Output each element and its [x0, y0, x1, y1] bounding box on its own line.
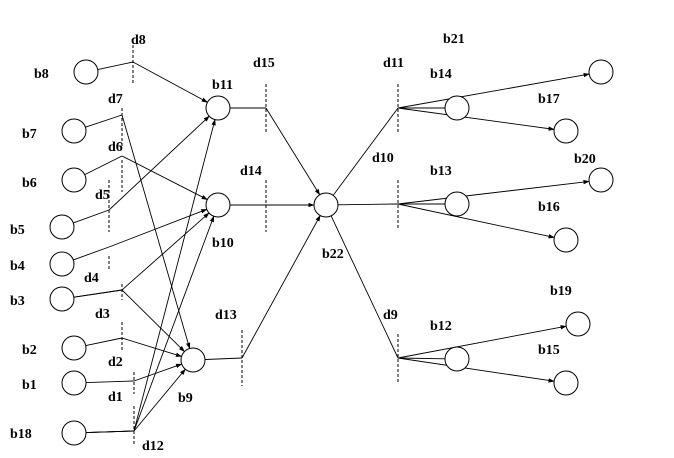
edge-d12-b11: [133, 119, 216, 432]
delay-label-d14: d14: [240, 164, 262, 179]
node-label-b15: b15: [538, 343, 560, 358]
node-b4: [49, 251, 75, 277]
delay-label-d1: d1: [108, 390, 123, 405]
node-b12: [444, 346, 470, 372]
node-b17: [553, 118, 579, 144]
edge-d2-b9: [121, 337, 183, 357]
delay-label-d7: d7: [108, 92, 123, 107]
node-label-b12: b12: [430, 319, 452, 334]
node-label-b22: b22: [322, 247, 344, 262]
edge-b22-d10: [337, 203, 399, 206]
edge-d9-b19: [397, 325, 567, 359]
node-b13: [444, 191, 470, 217]
node-label-b10: b10: [212, 236, 234, 251]
edge-d9-b15: [397, 357, 555, 383]
node-label-b3: b3: [10, 294, 25, 309]
edge-d6-b10: [121, 155, 208, 200]
delay-label-d3: d3: [95, 307, 110, 322]
node-label-b20: b20: [574, 152, 596, 167]
edge-d10-b16: [397, 203, 555, 239]
edge-b6-d6: [84, 155, 123, 176]
node-b16: [553, 227, 579, 253]
edge-d12-b10: [133, 215, 215, 432]
edge-d8-b11: [132, 61, 209, 103]
node-label-b9: b9: [178, 391, 193, 406]
node-label-b19: b19: [550, 284, 572, 299]
node-b3: [49, 286, 75, 312]
edge-b7-d7: [85, 114, 123, 128]
node-label-b1: b1: [22, 378, 37, 393]
edge-b4-d4: [73, 246, 110, 261]
delay-label-d4: d4: [84, 271, 99, 286]
edge-b12-d9: [397, 357, 446, 360]
edge-b5-d5: [73, 209, 110, 224]
edge-d3-b9: [121, 289, 185, 353]
node-b10: [205, 192, 231, 218]
delay-label-d12: d12: [142, 439, 164, 454]
node-b15: [553, 370, 579, 396]
node-b9: [180, 347, 206, 373]
delay-label-d15: d15: [253, 56, 275, 71]
edge-d11-b21: [397, 72, 590, 109]
node-label-b8: b8: [34, 67, 49, 82]
delay-label-d11: d11: [383, 56, 404, 71]
node-label-b13: b13: [430, 164, 452, 179]
node-label-b7: b7: [22, 127, 37, 142]
edge-d12-b9: [133, 368, 186, 432]
node-b22: [313, 192, 339, 218]
node-b14: [444, 95, 470, 121]
node-b19: [565, 311, 591, 337]
node-b21: [588, 59, 614, 85]
node-label-b6: b6: [22, 176, 37, 191]
edge-b18-d12: [85, 430, 135, 434]
node-label-b18: b18: [10, 427, 32, 442]
edge-d11-b17: [397, 107, 555, 131]
edge-b2-d2: [85, 337, 123, 346]
edge-d1-b9: [133, 363, 183, 382]
edge-d13-b22: [241, 214, 321, 359]
edge-d4-b10: [108, 208, 208, 248]
node-label-b5: b5: [10, 223, 25, 238]
node-label-b4: b4: [10, 259, 25, 274]
edge-b22-d9: [330, 215, 399, 359]
delay-label-d8: d8: [131, 33, 146, 48]
node-label-b14: b14: [430, 67, 452, 82]
edge-b1-d1: [85, 380, 135, 384]
delay-label-d9: d9: [383, 308, 398, 323]
edge-d5-b11: [108, 115, 210, 211]
edge-b22-d11: [332, 107, 399, 196]
node-b8: [73, 59, 99, 85]
node-b6: [61, 167, 87, 193]
node-b7: [61, 118, 87, 144]
node-b2: [61, 335, 87, 361]
edge-d7-b9: [121, 114, 191, 350]
node-b1: [61, 370, 87, 396]
edge-b8-d8: [97, 61, 134, 70]
delay-label-d2: d2: [108, 355, 123, 370]
node-label-b21: b21: [443, 32, 465, 47]
node-label-b11: b11: [212, 78, 233, 93]
delay-label-d5: d5: [95, 188, 110, 203]
node-b11: [205, 95, 231, 121]
node-b20: [588, 167, 614, 193]
node-b5: [49, 214, 75, 240]
edge-d10-b20: [397, 179, 590, 205]
edge-d15-b22: [265, 107, 321, 196]
edge-b9-d13: [204, 357, 243, 360]
node-label-b2: b2: [22, 343, 37, 358]
delay-label-d13: d13: [215, 308, 237, 323]
node-label-b17: b17: [538, 92, 560, 107]
node-label-b16: b16: [538, 200, 560, 215]
delay-label-d6: d6: [108, 140, 123, 155]
node-b18: [61, 420, 87, 446]
edge-b3-d3: [73, 289, 123, 298]
edge-d3-b10: [121, 212, 210, 291]
delay-label-d10: d10: [372, 151, 394, 166]
